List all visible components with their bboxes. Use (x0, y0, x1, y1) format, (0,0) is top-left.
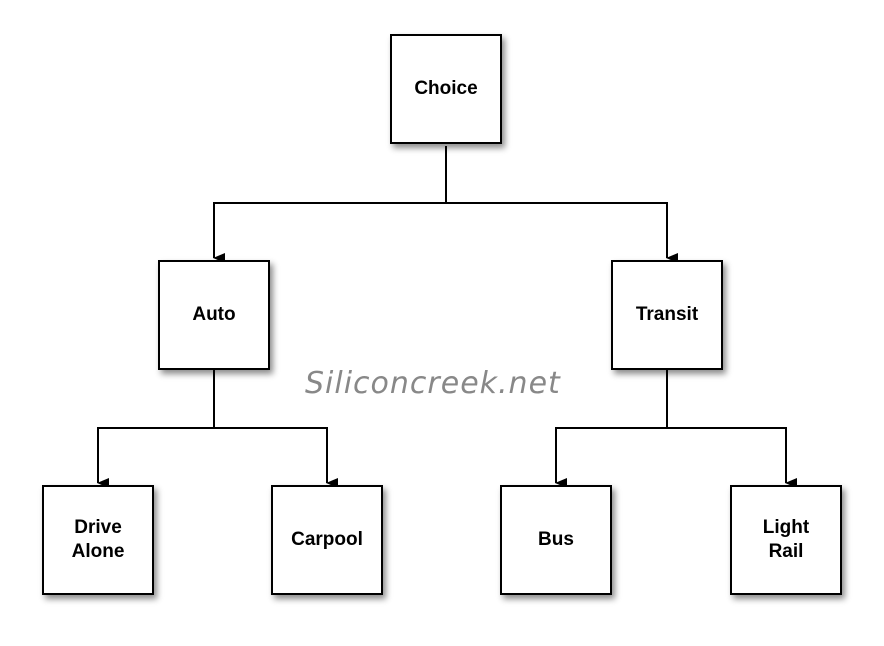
node-light-rail: Light Rail (730, 485, 842, 595)
node-bus: Bus (500, 485, 612, 595)
node-choice: Choice (390, 34, 502, 144)
edge-transit-light-rail (667, 427, 797, 488)
node-transit-label: Transit (635, 304, 699, 325)
edge-choice-auto (213, 146, 447, 263)
edge-auto-carpool (214, 427, 338, 488)
node-choice-label: Choice (414, 78, 478, 99)
watermark: Siliconcreek.net (305, 366, 561, 401)
node-auto: Auto (158, 260, 270, 370)
node-light-rail-label: Light Rail (762, 517, 810, 562)
node-bus-label: Bus (538, 529, 574, 550)
node-carpool: Carpool (271, 485, 383, 595)
edge-auto-drive-alone (97, 370, 215, 488)
node-transit: Transit (611, 260, 723, 370)
node-carpool-label: Carpool (291, 529, 363, 550)
node-drive-alone: Drive Alone (42, 485, 154, 595)
edge-choice-transit (446, 202, 678, 263)
node-auto-label: Auto (192, 304, 236, 325)
node-drive-alone-label: Drive Alone (71, 517, 125, 562)
edge-transit-bus (555, 370, 668, 488)
